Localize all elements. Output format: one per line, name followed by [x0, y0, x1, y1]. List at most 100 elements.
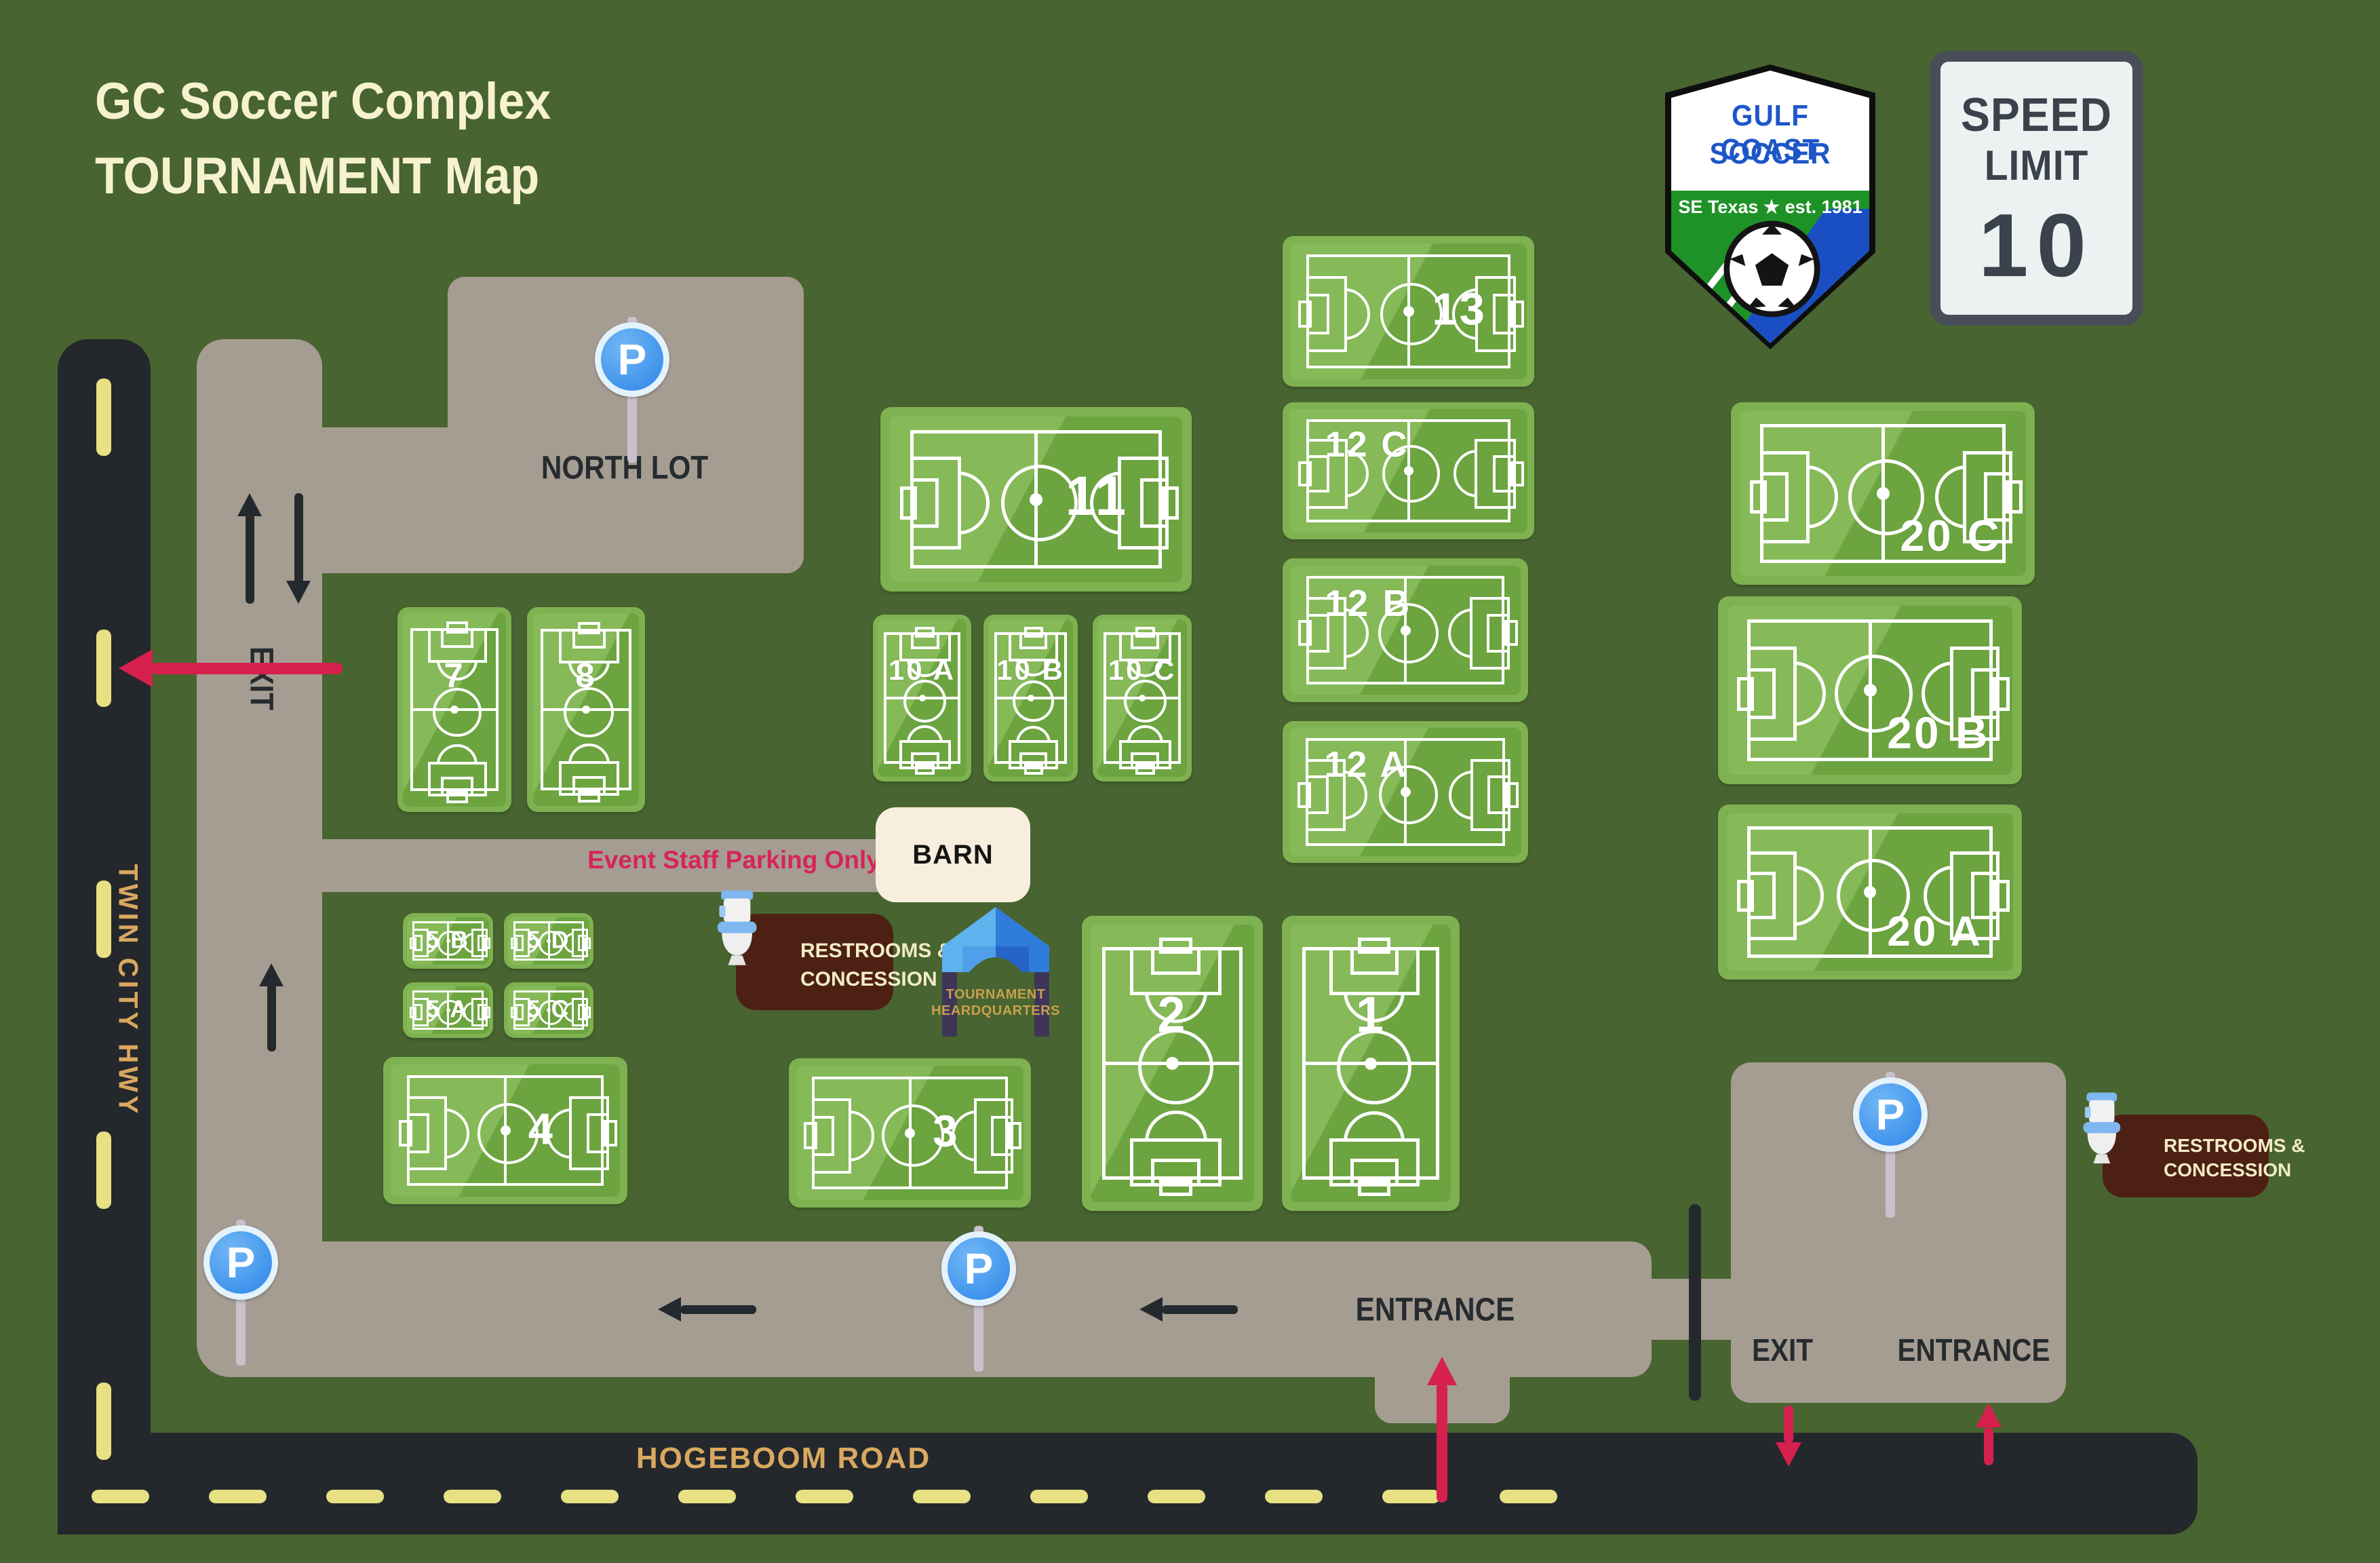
lane-dash	[1500, 1490, 1557, 1503]
lane-dash	[96, 881, 111, 958]
field-12A: 12 A	[1283, 721, 1528, 863]
lane-dash	[796, 1490, 853, 1503]
lane-dash	[444, 1490, 501, 1503]
lane-dash	[1265, 1490, 1323, 1503]
soccer-ball-icon	[1723, 220, 1820, 317]
west-exit-road	[197, 339, 322, 1262]
field-label-10A: 10 A	[888, 654, 956, 687]
field-4: 4	[383, 1057, 627, 1204]
parking-sign-west: P	[197, 1220, 285, 1366]
parking-icon: P	[941, 1231, 1016, 1306]
speed-limit-sign: SPEED LIMIT 10	[1930, 51, 2143, 326]
field-8: 8	[527, 607, 645, 812]
tournament-hq-tent-icon	[942, 907, 1049, 1037]
field-label-12C: 12 C	[1325, 424, 1409, 465]
field-12B: 12 B	[1283, 558, 1528, 702]
field-label-10B: 10 B	[996, 654, 1065, 687]
field-1: 1	[1282, 916, 1460, 1211]
restrooms-concession-right: RESTROOMS & CONCESSION	[2103, 1115, 2305, 1197]
hogeboom-road	[58, 1433, 2198, 1535]
field-20A: 20 A	[1718, 805, 2022, 980]
field-label-5C: 5 C	[526, 995, 571, 1023]
field-label-20A: 20 A	[1887, 908, 1983, 956]
lane-dash	[96, 1383, 111, 1460]
field-10C: 10 C	[1093, 615, 1192, 782]
field-20C: 20 C	[1731, 402, 2035, 585]
twin-city-hwy-label: TWIN CITY HWY	[113, 864, 143, 1117]
parking-icon: P	[1853, 1077, 1928, 1152]
lane-dash	[913, 1490, 971, 1503]
parking-icon: P	[203, 1225, 278, 1300]
lane-dash	[1382, 1490, 1440, 1503]
title-line1: GC Soccer Complex	[95, 73, 551, 130]
field-label-7: 7	[444, 655, 465, 695]
north-lot-label: NORTH LOT	[541, 450, 709, 486]
field-11: 11	[880, 407, 1192, 592]
restrooms-concession-left: RESTROOMS & CONCESSION	[736, 914, 952, 1010]
west-exit-label: EXIT	[243, 647, 279, 710]
field-12C: 12 C	[1283, 402, 1534, 539]
logo-name-line1: GULF COAST	[1720, 99, 1820, 166]
toilet-icon-right	[2083, 1092, 2121, 1164]
restrooms-right-line1: RESTROOMS &	[2164, 1135, 2305, 1156]
right-lot-exit-label: EXIT	[1752, 1332, 1813, 1368]
title-line2: TOURNAMENT Map	[95, 147, 540, 206]
barn-label: BARN	[912, 839, 994, 870]
field-label-5A: 5 A	[426, 995, 470, 1023]
parking-icon: P	[595, 322, 669, 397]
field-label-4: 4	[528, 1104, 555, 1153]
field-label-2: 2	[1157, 986, 1188, 1043]
tournament-hq-label: TOURNAMENT HEARDQUARTERS	[931, 986, 1060, 1019]
field-2: 2	[1082, 916, 1263, 1211]
lane-dash	[678, 1490, 736, 1503]
logo-name-line2: SOCCER	[1709, 137, 1831, 170]
parking-sign-north-lot: P	[588, 317, 676, 463]
lane-dash	[1148, 1490, 1205, 1503]
lane-dash	[96, 379, 111, 456]
field-5C: 5 C	[504, 982, 593, 1038]
speed-value: 10	[1978, 195, 2094, 295]
toilet-icon-left	[717, 890, 757, 965]
hogeboom-road-label: HOGEBOOM ROAD	[636, 1442, 931, 1475]
lane-dash	[96, 630, 111, 707]
lane-dash	[92, 1490, 149, 1503]
lane-dash	[561, 1490, 619, 1503]
limit-word: LIMIT	[1984, 142, 2089, 189]
lane-dash	[96, 1132, 111, 1209]
field-label-8: 8	[575, 656, 597, 695]
parking-sign-right-lot: P	[1846, 1072, 1934, 1218]
hq-line2: HEARDQUARTERS	[931, 1003, 1060, 1018]
field-label-13: 13	[1432, 284, 1487, 335]
field-label-5B: 5 B	[425, 925, 471, 954]
restrooms-left-line1: RESTROOMS &	[800, 940, 952, 962]
field-13: 13	[1283, 236, 1534, 387]
field-5A: 5 A	[403, 982, 493, 1038]
gate-divider	[1689, 1204, 1701, 1401]
field-label-20B: 20 B	[1887, 708, 1990, 758]
field-5B: 5 B	[403, 913, 493, 969]
restrooms-right-line2: CONCESSION	[2164, 1159, 2292, 1180]
field-10A: 10 A	[873, 615, 971, 782]
barn-building: BARN	[876, 807, 1030, 902]
main-road	[197, 1241, 1652, 1377]
event-staff-parking-label: Event Staff Parking Only	[587, 846, 880, 874]
lane-dash	[1030, 1490, 1088, 1503]
right-lot-entrance-label: ENTRANCE	[1897, 1332, 2050, 1368]
lane-dash	[326, 1490, 384, 1503]
field-label-1: 1	[1355, 986, 1386, 1043]
speed-word: SPEED	[1961, 88, 2112, 141]
field-5D: 5 D	[504, 913, 593, 969]
logo-subtitle: SE Texas ★ est. 1981	[1678, 197, 1862, 217]
field-label-12B: 12 B	[1325, 581, 1412, 624]
staff-parking-road	[312, 839, 878, 892]
field-label-5D: 5 D	[526, 925, 571, 954]
page-title: GC Soccer Complex TOURNAMENT Map	[95, 64, 551, 214]
field-7: 7	[397, 607, 511, 812]
restrooms-left-line2: CONCESSION	[800, 968, 937, 990]
hq-line1: TOURNAMENT	[945, 987, 1046, 1002]
field-label-12A: 12 A	[1324, 744, 1409, 785]
field-label-3: 3	[933, 1105, 960, 1156]
field-20B: 20 B	[1718, 596, 2022, 784]
lane-dash	[209, 1490, 267, 1503]
